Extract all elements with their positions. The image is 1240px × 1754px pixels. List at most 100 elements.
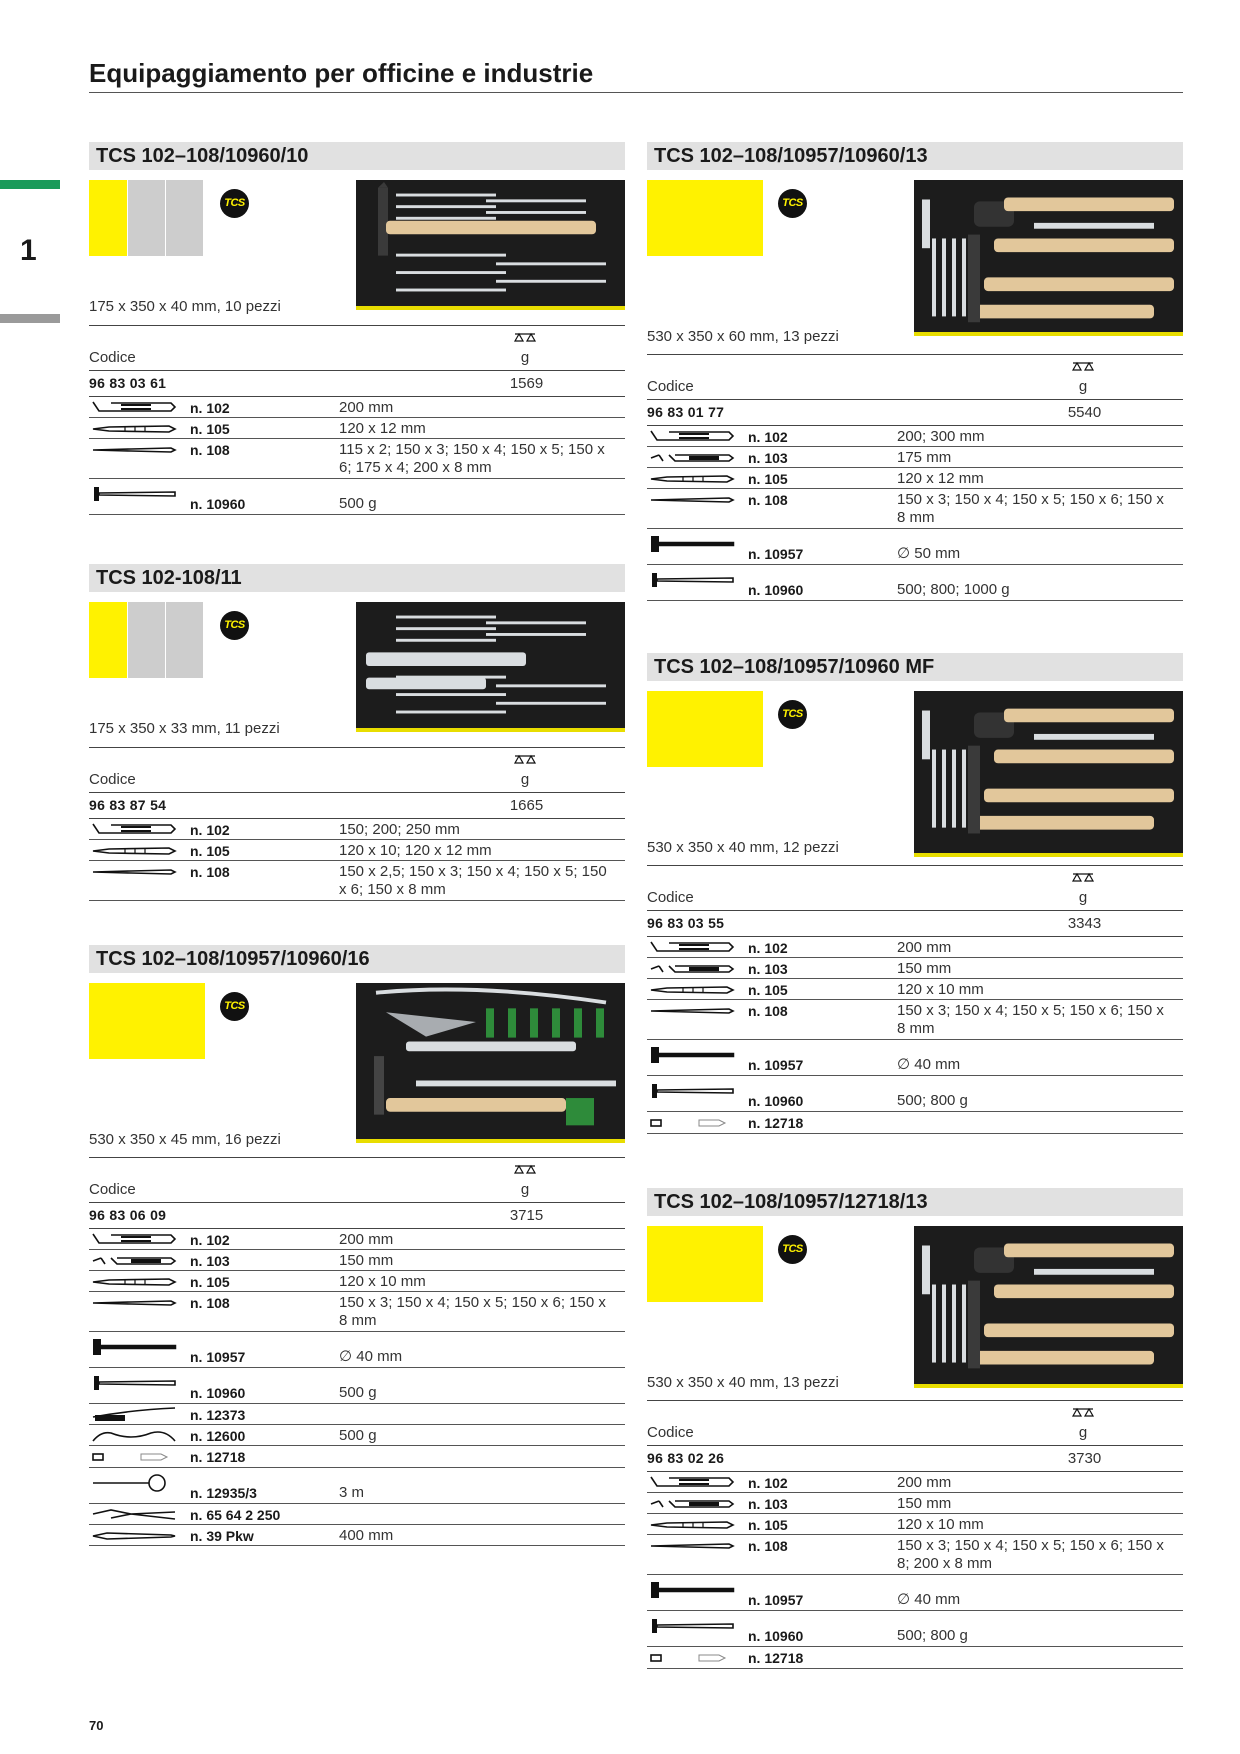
item-number: n. 10960 (190, 1385, 246, 1401)
item-number: n. 102 (190, 1232, 230, 1248)
list-item: n. 105 120 x 12 mm (89, 418, 625, 439)
color-swatches (89, 602, 203, 678)
centre-punch-icon (649, 1516, 735, 1534)
product-code: 96 83 01 77 (647, 404, 725, 420)
product-code: 96 83 03 55 (647, 915, 725, 931)
pin-punch-icon (649, 1474, 735, 1492)
product-section: TCS 102–108/10957/10960/16 TCS 530 x 350… (89, 945, 625, 1546)
list-item: n. 12718 (89, 1446, 625, 1468)
list-item: n. 39 Pkw 400 mm (89, 1525, 625, 1546)
color-swatches (647, 691, 763, 767)
chapter-tab-green (0, 180, 60, 189)
pin-punch-thin-icon (649, 1002, 735, 1020)
item-dimensions: 500 g (339, 1427, 377, 1444)
weight-unit: g (1078, 889, 1088, 906)
item-dimensions: ∅ 40 mm (339, 1348, 403, 1365)
product-code: 96 83 87 54 (89, 797, 167, 813)
product-table: Codice g 96 83 02 26 3730 n. 102 200 mm … (647, 1400, 1183, 1669)
item-dimensions: 500; 800 g (897, 1092, 968, 1109)
item-number: n. 108 (190, 864, 230, 880)
product-weight: 1665 (509, 797, 544, 814)
pin-punch-icon (649, 939, 735, 957)
section-title: TCS 102–108/10957/10960/13 (647, 142, 1183, 170)
item-number: n. 39 Pkw (190, 1528, 254, 1544)
list-item: n. 108 150 x 2,5; 150 x 3; 150 x 4; 150 … (89, 861, 625, 901)
title-rule (89, 92, 1183, 93)
list-item: n. 105 120 x 12 mm (647, 468, 1183, 489)
item-dimensions: ∅ 40 mm (897, 1591, 961, 1608)
product-weight: 5540 (1067, 404, 1102, 421)
table-header: Codice g (647, 354, 1183, 400)
hammer-icon (649, 571, 735, 589)
item-number: n. 102 (190, 822, 230, 838)
item-number: n. 105 (748, 982, 788, 998)
list-item: n. 65 64 2 250 (89, 1504, 625, 1525)
crowbar-icon (91, 1427, 177, 1445)
tcs-logo: TCS (220, 992, 249, 1021)
chisel-icon (649, 449, 735, 467)
item-number: n. 105 (190, 421, 230, 437)
item-dimensions: 150 x 3; 150 x 4; 150 x 5; 150 x 6; 150 … (897, 1002, 1164, 1037)
color-swatch-yellow (647, 180, 763, 256)
mallet-icon (649, 535, 735, 553)
list-item: n. 105 120 x 10 mm (647, 979, 1183, 1000)
centre-punch-icon (649, 981, 735, 999)
list-item: n. 108 150 x 3; 150 x 4; 150 x 5; 150 x … (647, 1000, 1183, 1040)
item-dimensions: ∅ 40 mm (897, 1056, 961, 1073)
item-number: n. 12935/3 (190, 1485, 257, 1501)
product-code: 96 83 03 61 (89, 375, 167, 391)
scale-icon (1071, 1407, 1095, 1422)
color-swatches (647, 1226, 763, 1302)
scale-icon (513, 754, 537, 769)
item-dimensions: 150 x 3; 150 x 4; 150 x 5; 150 x 6; 150 … (897, 491, 1164, 526)
item-number: n. 10960 (748, 1093, 804, 1109)
list-item: n. 12600 500 g (89, 1425, 625, 1446)
product-code: 96 83 02 26 (647, 1450, 725, 1466)
item-number: n. 12718 (748, 1650, 804, 1666)
hammer-icon (91, 485, 177, 503)
list-item: n. 105 120 x 10; 120 x 12 mm (89, 840, 625, 861)
item-number: n. 12718 (190, 1449, 246, 1465)
product-weight: 3730 (1067, 1450, 1102, 1467)
item-number: n. 65 64 2 250 (190, 1507, 281, 1523)
list-item: n. 108 150 x 3; 150 x 4; 150 x 5; 150 x … (647, 1535, 1183, 1575)
list-item: n. 10960 500 g (89, 479, 625, 515)
product-section: TCS 102-108/11 TCS 175 x 350 x 33 mm, 11… (89, 564, 625, 901)
mallet-icon (649, 1046, 735, 1064)
product-photo (914, 180, 1183, 336)
list-item: n. 10960 500 g (89, 1368, 625, 1404)
item-dimensions: ∅ 50 mm (897, 545, 961, 562)
product-photo (356, 180, 625, 310)
product-table: Codice g 96 83 03 61 1569 n. 102 200 mm … (89, 325, 625, 515)
list-item: n. 108 115 x 2; 150 x 3; 150 x 4; 150 x … (89, 439, 625, 479)
section-title: TCS 102-108/11 (89, 564, 625, 592)
item-number: n. 103 (748, 450, 788, 466)
section-title: TCS 102–108/10957/10960 MF (647, 653, 1183, 681)
product-spec: 175 x 350 x 33 mm, 11 pezzi (89, 720, 280, 737)
item-number: n. 10960 (748, 582, 804, 598)
item-number: n. 108 (748, 1538, 788, 1554)
code-row: 96 83 87 54 1665 (89, 793, 625, 819)
item-dimensions: 120 x 10 mm (897, 981, 984, 998)
pin-punch-icon (91, 1231, 177, 1249)
product-table: Codice g 96 83 06 09 3715 n. 102 200 mm … (89, 1157, 625, 1546)
item-dimensions: 150 mm (897, 1495, 952, 1512)
code-row: 96 83 01 77 5540 (647, 400, 1183, 426)
product-weight: 3715 (509, 1207, 544, 1224)
item-number: n. 10957 (748, 546, 804, 562)
wire-brush-icon (91, 1406, 177, 1424)
product-spec: 530 x 350 x 40 mm, 12 pezzi (647, 839, 839, 856)
product-spec: 530 x 350 x 40 mm, 13 pezzi (647, 1374, 839, 1391)
pin-punch-thin-icon (91, 1294, 177, 1312)
item-number: n. 10957 (748, 1592, 804, 1608)
pin-punch-icon (91, 399, 177, 417)
product-photo (356, 602, 625, 732)
weight-unit: g (520, 771, 530, 788)
section-title: TCS 102–108/10957/12718/13 (647, 1188, 1183, 1216)
list-item: n. 103 175 mm (647, 447, 1183, 468)
color-swatch-yellow (647, 1226, 763, 1302)
item-number: n. 105 (748, 471, 788, 487)
color-swatch-yellow (647, 691, 763, 767)
code-row: 96 83 02 26 3730 (647, 1446, 1183, 1472)
item-number: n. 102 (190, 400, 230, 416)
